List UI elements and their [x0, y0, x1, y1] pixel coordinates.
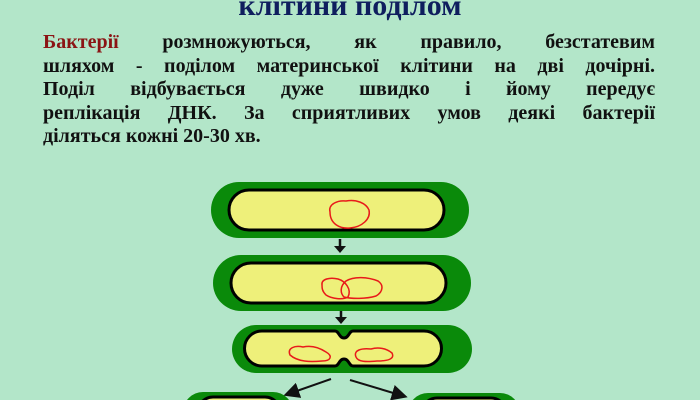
- daughter-cell-left: [187, 392, 289, 400]
- dna-icon: [329, 199, 370, 229]
- paragraph-line-5: діляться кожні 20-30 хв.: [43, 125, 261, 147]
- arrow-down-icon: [335, 311, 347, 324]
- paragraph-line-2: шляхом - поділом материнської клітини на…: [43, 54, 655, 77]
- dna-copy-2-icon: [340, 276, 383, 300]
- dna-copy-1-icon: [321, 277, 350, 300]
- arrow-down-icon: [334, 239, 346, 253]
- slide-title: клітини поділом: [238, 0, 462, 22]
- arrow-right-down-icon: [349, 379, 408, 400]
- cell-stage-3-dividing: [232, 325, 472, 373]
- dna-right-icon: [354, 347, 394, 363]
- dna-left-icon: [288, 345, 331, 363]
- paragraph-line-4: реплікація ДНК. За сприятливих умов деяк…: [43, 101, 655, 124]
- paragraph-line-1: Бактерії розмножуються, як правило, безс…: [43, 31, 655, 53]
- cell-stage-1: [211, 182, 469, 238]
- highlight-term: Бактерії: [43, 31, 119, 53]
- daughter-cell-right: [412, 393, 516, 400]
- description-paragraph: Бактерії розмножуються, як правило, безс…: [43, 31, 655, 149]
- cell-stage-2: [213, 255, 471, 311]
- arrow-left-down-icon: [283, 378, 332, 398]
- paragraph-line-3: Поділ відбувається дуже швидко і йому пе…: [43, 78, 655, 100]
